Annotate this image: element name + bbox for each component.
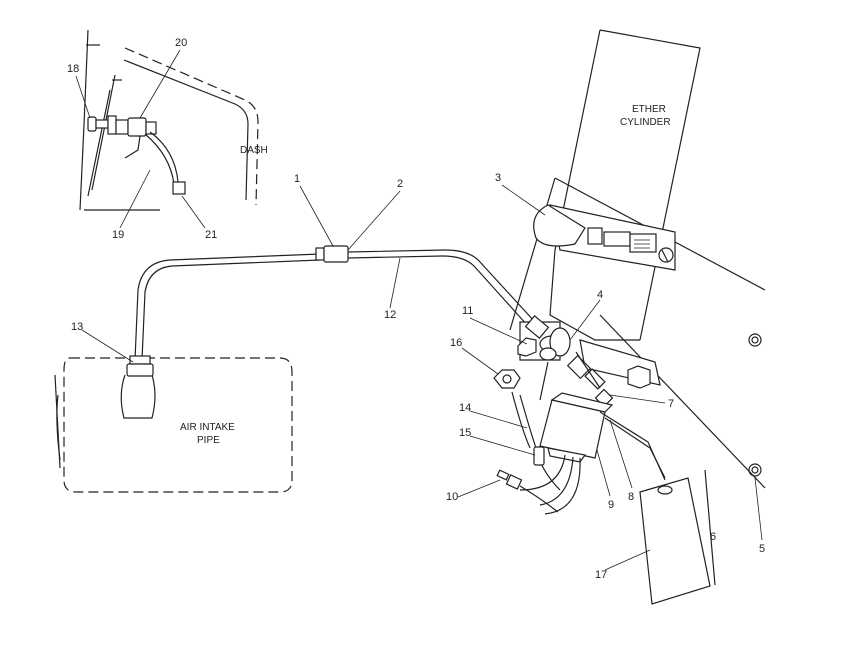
connector-15 [533,446,545,466]
tube-coupling [323,245,349,263]
callout-14: 14 [459,402,471,414]
callout-21: 21 [205,229,217,241]
callout-2: 2 [397,178,403,190]
wiring-harness [511,391,666,491]
callout-17: 17 [595,569,607,581]
callout-18: 18 [67,63,79,75]
callout-7: 7 [668,398,674,410]
dash-inset: DASH [79,29,268,211]
callout-12: 12 [384,309,396,321]
dash-label: DASH [240,145,268,156]
callout-3: 3 [495,172,501,184]
switch-connector [172,181,186,195]
switch-wire-upper [149,131,179,183]
callout-19: 19 [112,229,124,241]
callout-10: 10 [446,491,458,503]
callout-20: 20 [175,37,187,49]
callout-8: 8 [628,491,634,503]
callout-5: 5 [759,543,765,555]
intake-fitting-body [120,374,156,419]
ether-switch-assembly [87,115,186,195]
callout-9: 9 [608,499,614,511]
dash-panel-edge [123,59,249,201]
callout-6: 6 [710,531,716,543]
dash-panel-outline [124,47,259,206]
callout-13: 13 [71,321,83,333]
callout-16: 16 [450,337,462,349]
air-intake-label-line2: PIPE [197,435,220,446]
dash-inset-left-border [79,29,89,211]
ether-label-line2: CYLINDER [620,117,671,128]
callout-4: 4 [597,289,603,301]
callout-15: 15 [459,427,471,439]
warning-tag [639,477,711,605]
connector-10 [496,469,559,513]
callout-1: 1 [294,173,300,185]
valve-assembly [517,315,661,408]
switch-knob [87,116,97,132]
callout-11: 11 [462,305,473,317]
air-intake-pipe: AIR INTAKE PIPE [54,355,293,493]
cylinder-clamp [533,204,676,271]
ether-cylinder: ETHER CYLINDER [549,29,701,341]
ether-supply-tube [134,245,536,361]
air-intake-label-line1: AIR INTAKE [180,422,235,433]
ether-label-line1: ETHER [632,104,666,115]
solenoid-valve [519,392,614,515]
hex-nut-16 [493,369,521,389]
